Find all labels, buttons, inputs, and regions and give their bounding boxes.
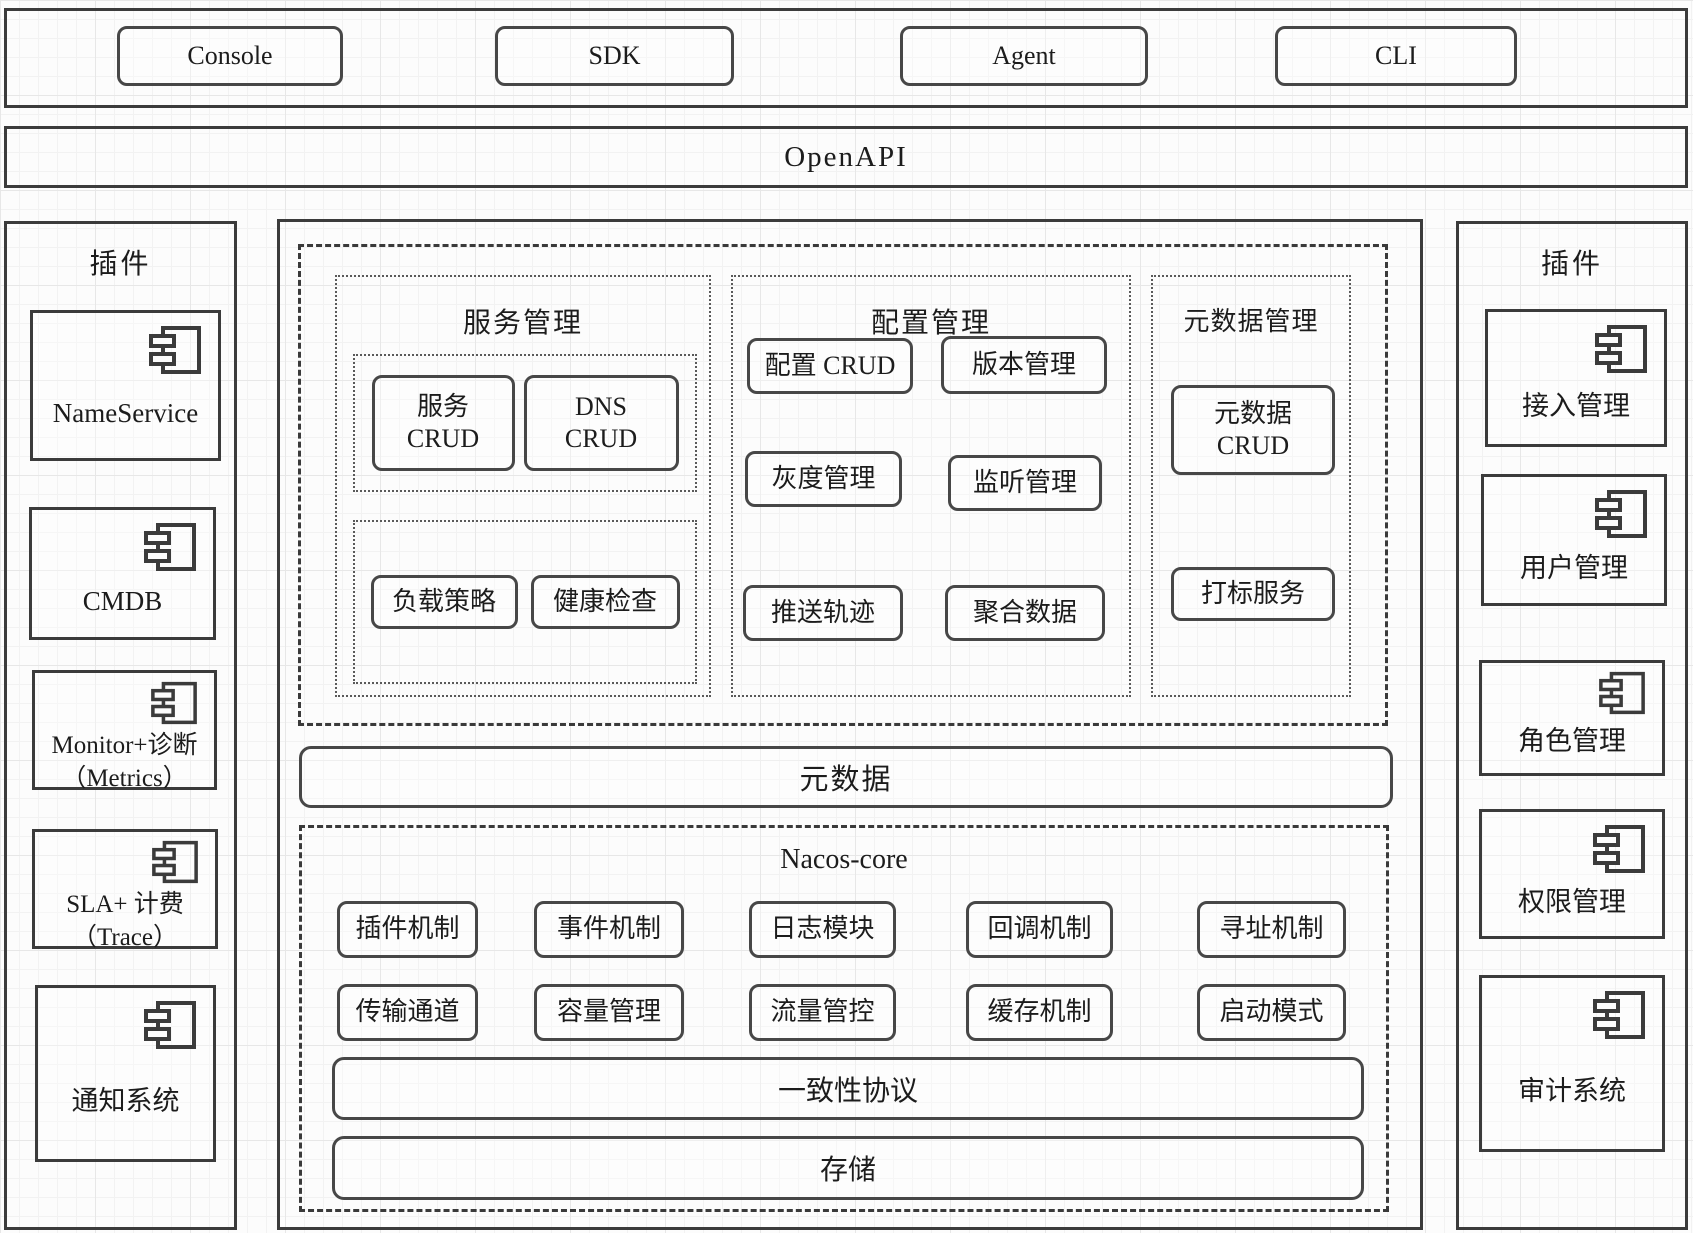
node-cache-mechanism: 缓存机制 [966,984,1113,1041]
metadata-bar-label: 元数据 [799,764,893,796]
component-icon [143,522,197,577]
node-flow-control: 流量管控 [749,984,896,1041]
node-tag-service: 打标服务 [1171,567,1335,621]
node-sublabel: （Metrics） [61,764,188,792]
component-icon [148,325,202,380]
section-title: 服务管理 [462,308,583,339]
node-sdk: SDK [495,26,734,86]
nacos-core-area: Nacos-core 插件机制 事件机制 日志模块 回调机制 寻址机制 传输通道… [299,825,1389,1212]
function-area: 服务管理 服务 CRUD DNS CRUD 负载策略 健康检查 [298,244,1388,726]
nacos-core-title: Nacos-core [780,844,908,875]
right-plugin-panel: 插件 接入管理 用户管理 角色管理 权限管理 [1456,221,1688,1230]
node-nameservice: NameService [30,310,221,461]
section-metadata-mgmt: 元数据管理 元数据 CRUD 打标服务 [1151,275,1351,697]
component-icon [1592,824,1646,879]
node-label: 审计系统 [1518,1076,1626,1107]
node-metadata-crud: 元数据 CRUD [1171,385,1335,475]
node-startup-mode: 启动模式 [1197,984,1346,1041]
right-panel-title: 插件 [1540,249,1603,280]
node-label: 接入管理 [1522,390,1630,421]
node-sublabel: （Trace） [71,923,178,951]
node-agent: Agent [900,26,1148,86]
nacos-server-container: 服务管理 服务 CRUD DNS CRUD 负载策略 健康检查 [277,219,1423,1230]
node-role-mgmt: 角色管理 [1479,660,1665,776]
node-label: 通知系统 [71,1086,180,1117]
component-icon [151,840,199,889]
component-icon [1592,990,1646,1045]
node-plugin-mechanism: 插件机制 [337,901,478,958]
node-label-line1: 服务 [416,391,469,421]
node-health-check: 健康检查 [530,575,680,629]
component-icon [1594,324,1648,379]
node-log-module: 日志模块 [749,901,896,958]
node-cmdb: CMDB [29,507,216,640]
node-label: Monitor+诊断 [51,732,198,759]
node-console: Console [117,26,343,86]
consistency-protocol-bar: 一致性协议 [332,1057,1364,1120]
left-plugin-panel: 插件 NameService CMDB Monitor+诊断（Metrics） … [4,221,237,1230]
node-config-crud: 配置 CRUD [747,338,913,394]
node-label-line2: CRUD [1216,431,1290,460]
node-audit-system: 审计系统 [1479,975,1665,1152]
node-label: CMDB [82,586,163,617]
service-crud-group: 服务 CRUD DNS CRUD [353,354,697,492]
node-monitor-metrics: Monitor+诊断 （Metrics） [32,670,217,792]
node-addressing-mechanism: 寻址机制 [1197,901,1346,958]
service-policy-group: 负载策略 健康检查 [353,520,697,684]
node-label-line2: CRUD [564,424,638,453]
node-transport-channel: 传输通道 [337,984,478,1041]
node-label-line2: CRUD [406,424,480,453]
node-version-mgmt: 版本管理 [941,336,1107,394]
node-service-crud: 服务 CRUD [371,375,515,471]
section-config-mgmt: 配置管理 配置 CRUD 版本管理 灰度管理 监听管理 推送轨迹 聚合数据 [731,275,1131,697]
node-access-mgmt: 接入管理 [1485,309,1667,447]
component-icon [150,681,198,730]
metadata-bar: 元数据 [299,746,1393,808]
node-label: NameService [52,398,199,429]
node-sla-trace: SLA+ 计费 （Trace） [32,829,218,951]
node-load-policy: 负载策略 [370,575,518,629]
node-label-line1: 元数据 [1213,398,1292,428]
section-service-mgmt: 服务管理 服务 CRUD DNS CRUD 负载策略 健康检查 [335,275,711,697]
section-title: 元数据管理 [1183,307,1319,336]
node-dns-crud: DNS CRUD [523,375,679,471]
node-user-mgmt: 用户管理 [1481,474,1667,606]
node-gray-mgmt: 灰度管理 [745,451,902,507]
node-label-line1: DNS [574,391,627,421]
node-listen-mgmt: 监听管理 [948,455,1102,511]
node-push-track: 推送轨迹 [743,585,903,641]
component-icon [1594,489,1648,544]
node-label: 权限管理 [1518,886,1626,917]
node-capacity-mgmt: 容量管理 [534,984,684,1041]
section-title: 配置管理 [870,308,991,339]
node-cli: CLI [1275,26,1517,86]
node-label: 用户管理 [1520,552,1628,583]
client-layer-container: Console SDK Agent CLI [4,8,1688,108]
node-aggregate-data: 聚合数据 [945,585,1105,641]
component-icon [1598,671,1646,720]
openapi-label: OpenAPI [784,140,908,173]
node-notification-system: 通知系统 [35,985,216,1162]
storage-bar: 存储 [332,1136,1364,1200]
openapi-bar: OpenAPI [4,126,1688,188]
node-event-mechanism: 事件机制 [534,901,684,958]
component-icon [143,1000,197,1055]
node-label: 角色管理 [1518,725,1626,756]
left-panel-title: 插件 [89,249,152,280]
node-label: SLA+ 计费 [66,891,184,918]
node-callback-mechanism: 回调机制 [966,901,1113,958]
node-permission-mgmt: 权限管理 [1479,809,1665,939]
